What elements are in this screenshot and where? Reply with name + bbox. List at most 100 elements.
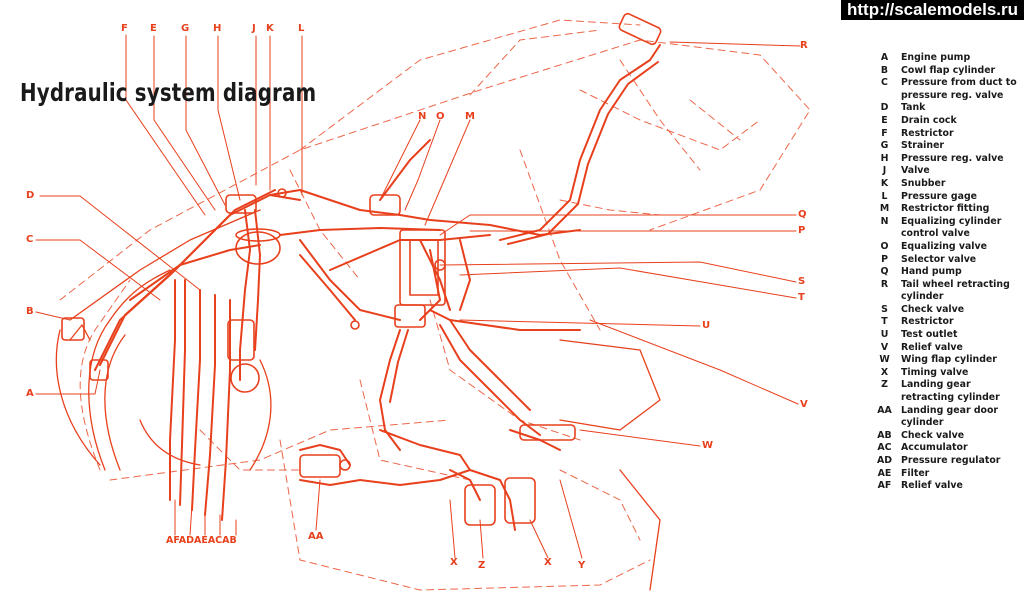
callout-x-left: X — [450, 557, 458, 568]
legend-description: Equalizing valve — [901, 240, 987, 252]
legend-code: J — [882, 165, 887, 177]
legend-code: K — [880, 177, 889, 189]
legend-row: P Selector valve — [868, 254, 1018, 267]
legend-row: K Snubber — [868, 178, 1018, 191]
legend-code: M — [879, 203, 890, 215]
callout-o: O — [436, 111, 445, 122]
legend-code: O — [880, 240, 889, 252]
legend-description: Tank — [901, 102, 926, 114]
callout-n: N — [418, 111, 427, 122]
legend-code: X — [880, 366, 889, 378]
callout-p: P — [798, 225, 806, 236]
legend-code: R — [880, 278, 889, 290]
legend-description: Check valve — [901, 429, 965, 441]
legend-description: Pressure reg. valve — [901, 152, 1004, 164]
legend-description: Wing flap cylinder — [901, 354, 997, 366]
legend-description: Pressure gage — [901, 190, 978, 202]
legend-row: A Engine pump — [868, 52, 1018, 65]
legend-row: H Pressure reg. valve — [868, 153, 1018, 166]
legend-row: G Strainer — [868, 140, 1018, 153]
callout-r: R — [800, 40, 808, 51]
legend-description: Pressure from duct to pressure reg. valv… — [901, 77, 1017, 101]
callout-z: Z — [478, 560, 486, 571]
legend-row: B Cowl flap cylinder — [868, 65, 1018, 78]
legend-row: L Pressure gage — [868, 191, 1018, 204]
legend-code: D — [880, 102, 889, 114]
legend-description: Restrictor fitting — [901, 203, 990, 215]
legend-description: Strainer — [901, 140, 945, 152]
callout-q: Q — [798, 209, 807, 220]
legend-code: A — [880, 52, 889, 63]
legend-code: AB — [877, 429, 892, 441]
legend-code: AF — [877, 480, 892, 492]
legend-description: Landing gear door cylinder — [901, 404, 999, 429]
hydraulic-lines — [94, 44, 661, 531]
callout-aa: AA — [308, 531, 324, 542]
legend-description: Engine pump — [901, 52, 971, 63]
callout-v: V — [800, 399, 808, 410]
callout-s: S — [798, 276, 806, 287]
legend-row: F Restrictor — [868, 128, 1018, 141]
legend-description: Restrictor — [901, 127, 954, 139]
legend-code: P — [881, 253, 888, 265]
watermark-url: http://scalemodels.ru — [841, 0, 1024, 20]
tank-body — [235, 231, 281, 265]
legend-code: B — [880, 64, 889, 76]
legend-code: AA — [877, 404, 892, 416]
legend-code: H — [880, 152, 889, 164]
legend-row: R Tail wheel retracting cylinder — [868, 279, 1018, 304]
legend-description: Relief valve — [901, 480, 963, 492]
legend-row: D Tank — [868, 102, 1018, 115]
callout-bottom-group: AFADAEACAB — [166, 535, 237, 546]
legend-description: Filter — [901, 467, 930, 479]
legend-description: Pressure regulator — [901, 455, 1001, 466]
callout-j: J — [252, 23, 256, 34]
legend-code: G — [880, 140, 889, 152]
legend-description: Relief valve — [901, 341, 963, 353]
legend-code: N — [880, 215, 889, 227]
legend-description: Selector valve — [901, 253, 977, 265]
callout-a: A — [26, 388, 34, 399]
tail-wheel-cylinder — [618, 12, 662, 46]
legend-code: U — [880, 329, 889, 341]
door-cylinder — [299, 454, 341, 478]
legend-row: AB Check valve — [868, 430, 1018, 443]
legend-row: AA Landing gear door cylinder — [868, 405, 1018, 430]
legend-row: AF Relief valve — [868, 480, 1018, 493]
cowl-outline — [55, 209, 661, 591]
callout-f: F — [121, 23, 128, 34]
legend-description: Tail wheel retracting cylinder — [901, 278, 1010, 303]
callout-k: K — [266, 23, 274, 34]
callout-x-right: X — [544, 557, 552, 568]
legend-description: Valve — [901, 165, 930, 177]
legend-code: F — [881, 127, 888, 139]
callout-m: M — [465, 111, 475, 122]
callout-t: T — [798, 292, 805, 303]
wing-flap-cylinder — [519, 424, 576, 441]
legend-description: Snubber — [901, 177, 946, 189]
legend-code: L — [881, 190, 888, 202]
leader-lines — [35, 34, 801, 559]
legend-code: S — [881, 303, 888, 315]
components — [61, 12, 662, 526]
legend-description: Landing gear retracting cylinder — [901, 379, 1000, 404]
legend-description: Accumulator — [901, 442, 968, 454]
callout-e: E — [150, 23, 157, 34]
legend-description: Cowl flap cylinder — [901, 64, 996, 76]
diagram-title: Hydraulic system diagram — [20, 78, 317, 107]
legend-code: T — [881, 316, 888, 328]
legend-description: Hand pump — [901, 266, 962, 278]
callout-u: U — [702, 320, 711, 331]
legend-code: AD — [876, 455, 893, 466]
